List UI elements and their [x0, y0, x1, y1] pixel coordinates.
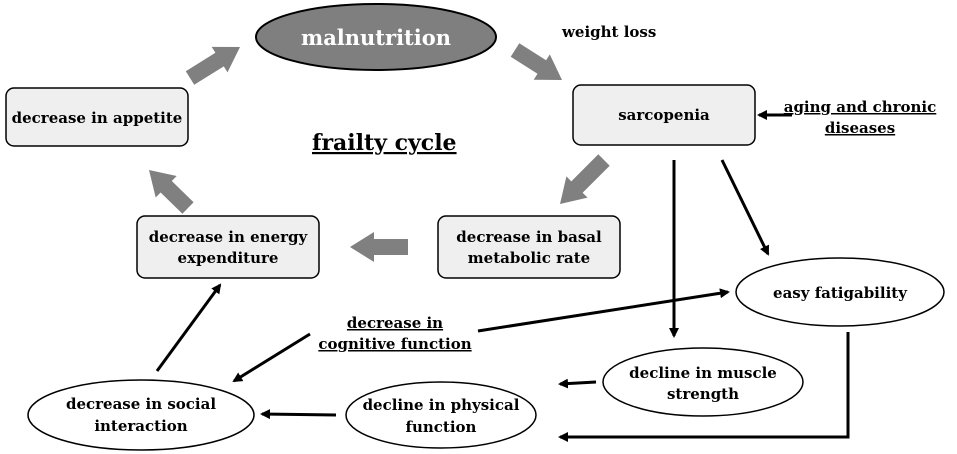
arrow-basal-to-energy: [350, 232, 408, 262]
basal-label-line2: metabolic rate: [468, 249, 590, 267]
cognitive-label-line1: decrease in: [347, 314, 443, 332]
appetite-label: decrease in appetite: [12, 109, 183, 127]
social-label-line2: interaction: [94, 417, 187, 435]
basal-label-line1: decrease in basal: [456, 228, 602, 246]
node-malnutrition: malnutrition: [255, 3, 497, 71]
arrow-cognitive-to-social: [232, 332, 311, 383]
weight-loss-label: weight loss: [561, 23, 656, 41]
sarcopenia-label: sarcopenia: [618, 106, 710, 124]
energy-label-line1: decrease in energy: [149, 228, 309, 246]
arrow-energy-to-appetite: [149, 170, 194, 214]
arrow-sarcopenia-to-basal: [560, 154, 610, 204]
muscle-label-line1: decline in muscle: [629, 364, 777, 382]
malnutrition-label: malnutrition: [301, 25, 451, 50]
arrow-fatigability-to-physical: [558, 332, 850, 442]
energy-label-line2: expenditure: [178, 249, 279, 267]
cycle-arrows: [149, 43, 610, 262]
arrow-cognitive-to-fatigability: [477, 288, 730, 333]
arrow-social-to-energy: [155, 283, 222, 372]
black-arrows: [155, 110, 850, 442]
node-easy-fatigability: easy fatigability: [735, 257, 945, 327]
cognitive-label-line2: cognitive function: [318, 335, 471, 353]
arrow-sarcopenia-to-fatigability: [720, 159, 770, 256]
node-decrease-in-basal-metabolic-rate: decrease in basal metabolic rate: [437, 215, 621, 279]
node-decrease-in-appetite: decrease in appetite: [5, 87, 189, 147]
frailty-cycle-title: frailty cycle: [312, 130, 457, 156]
arrow-malnutrition-to-sarcopenia: [510, 43, 562, 80]
physical-label-line1: decline in physical: [363, 396, 520, 414]
muscle-label-line2: strength: [667, 385, 739, 403]
social-label-line1: decrease in social: [66, 395, 216, 413]
node-decline-in-physical-function: decline in physical function: [345, 381, 537, 449]
arrow-muscle-to-physical: [558, 378, 597, 389]
node-decrease-in-energy-expenditure: decrease in energy expenditure: [136, 215, 320, 279]
arrow-appetite-to-malnutrition: [185, 46, 240, 85]
aging-label-line1: aging and chronic: [784, 98, 937, 116]
fatigability-label: easy fatigability: [773, 284, 908, 302]
physical-label-line2: function: [406, 418, 477, 436]
aging-label-line2: diseases: [825, 119, 895, 137]
node-decrease-in-social-interaction: decrease in social interaction: [27, 379, 255, 451]
arrow-physical-to-social: [260, 409, 337, 420]
node-decline-in-muscle-strength: decline in muscle strength: [602, 347, 804, 417]
node-sarcopenia: sarcopenia: [572, 84, 756, 146]
